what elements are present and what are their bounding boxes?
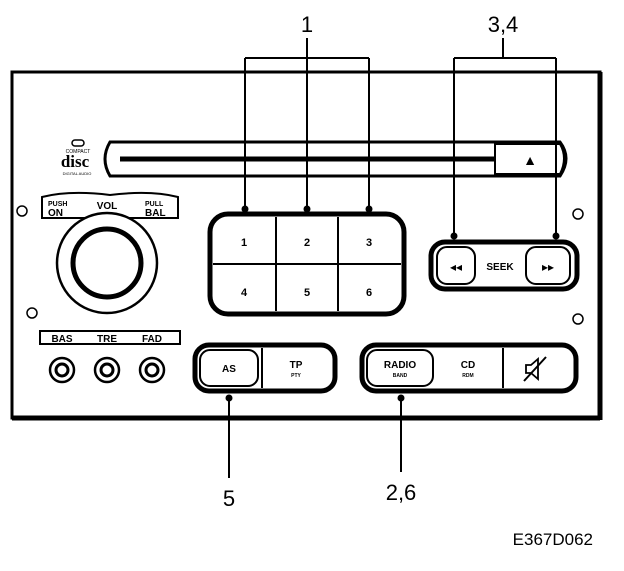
eject-button[interactable]: ▲ — [494, 143, 565, 175]
svg-text:VOL: VOL — [97, 201, 118, 212]
svg-text:5: 5 — [223, 486, 235, 511]
bass-knob[interactable] — [48, 356, 76, 384]
callout-seek: 3,4 — [450, 12, 560, 240]
svg-text:3: 3 — [366, 237, 372, 249]
callout-as: 5 — [223, 394, 235, 511]
tone-label-tre: TRE — [97, 334, 117, 345]
preset-button-6[interactable]: 6 — [340, 266, 400, 310]
svg-text:2,6: 2,6 — [386, 480, 417, 505]
tone-label-bas: BAS — [51, 334, 72, 345]
seek-forward-button[interactable]: ▸▸ — [525, 246, 571, 285]
svg-text:COMPACT: COMPACT — [66, 149, 91, 155]
eject-icon: ▲ — [523, 152, 537, 168]
mute-button[interactable] — [505, 350, 571, 386]
svg-text:5: 5 — [304, 287, 310, 299]
screw-hole — [16, 205, 28, 217]
svg-text:PULL: PULL — [145, 201, 164, 208]
as-button[interactable]: AS — [199, 349, 259, 387]
svg-text:AS: AS — [222, 364, 236, 375]
tone-label-fad: FAD — [142, 334, 162, 345]
seek-label: SEEK — [486, 262, 514, 273]
figure-code: E367D062 — [513, 530, 593, 549]
svg-text:BAND: BAND — [393, 373, 408, 379]
screw-hole — [572, 208, 584, 220]
svg-text:ON: ON — [48, 208, 63, 219]
svg-text:CD: CD — [461, 360, 475, 371]
svg-text:disc: disc — [61, 152, 90, 171]
svg-text:DIGITAL AUDIO: DIGITAL AUDIO — [63, 171, 92, 176]
svg-text:TP: TP — [290, 360, 303, 371]
svg-text:RDM: RDM — [462, 373, 473, 379]
speaker-mute-icon — [523, 356, 547, 382]
rewind-icon: ◂◂ — [450, 260, 462, 274]
radio-band-button[interactable]: RADIO BAND — [366, 349, 434, 387]
volume-knob[interactable] — [70, 226, 144, 300]
treble-knob[interactable] — [93, 356, 121, 384]
screw-hole — [572, 313, 584, 325]
svg-text:1: 1 — [301, 12, 313, 37]
preset-button-5[interactable]: 5 — [278, 266, 336, 310]
preset-button-1[interactable]: 1 — [214, 218, 274, 262]
fader-knob[interactable] — [138, 356, 166, 384]
svg-text:PUSH: PUSH — [48, 201, 67, 208]
tone-label-frame — [39, 330, 181, 345]
preset-button-3[interactable]: 3 — [340, 218, 400, 262]
svg-text:4: 4 — [241, 287, 248, 299]
seek-back-button[interactable]: ◂◂ — [436, 246, 476, 285]
callout-presets: 1 — [241, 12, 373, 213]
svg-text:BAL: BAL — [145, 208, 166, 219]
fast-forward-icon: ▸▸ — [542, 260, 554, 274]
svg-text:RADIO: RADIO — [384, 360, 416, 371]
svg-text:2: 2 — [304, 237, 310, 249]
tp-button[interactable]: TP PTY — [264, 350, 330, 386]
volume-label-frame — [41, 191, 179, 219]
svg-text:PTY: PTY — [291, 373, 301, 379]
cd-button[interactable]: CD RDM — [436, 350, 500, 386]
svg-text:1: 1 — [241, 237, 247, 249]
screw-hole — [26, 307, 38, 319]
preset-button-2[interactable]: 2 — [278, 218, 336, 262]
preset-button-4[interactable]: 4 — [214, 266, 274, 310]
disc-logo: COMPACT disc DIGITAL AUDIO — [61, 139, 92, 176]
svg-text:6: 6 — [366, 287, 372, 299]
callout-radio: 2,6 — [386, 394, 417, 505]
svg-text:3,4: 3,4 — [488, 12, 519, 37]
